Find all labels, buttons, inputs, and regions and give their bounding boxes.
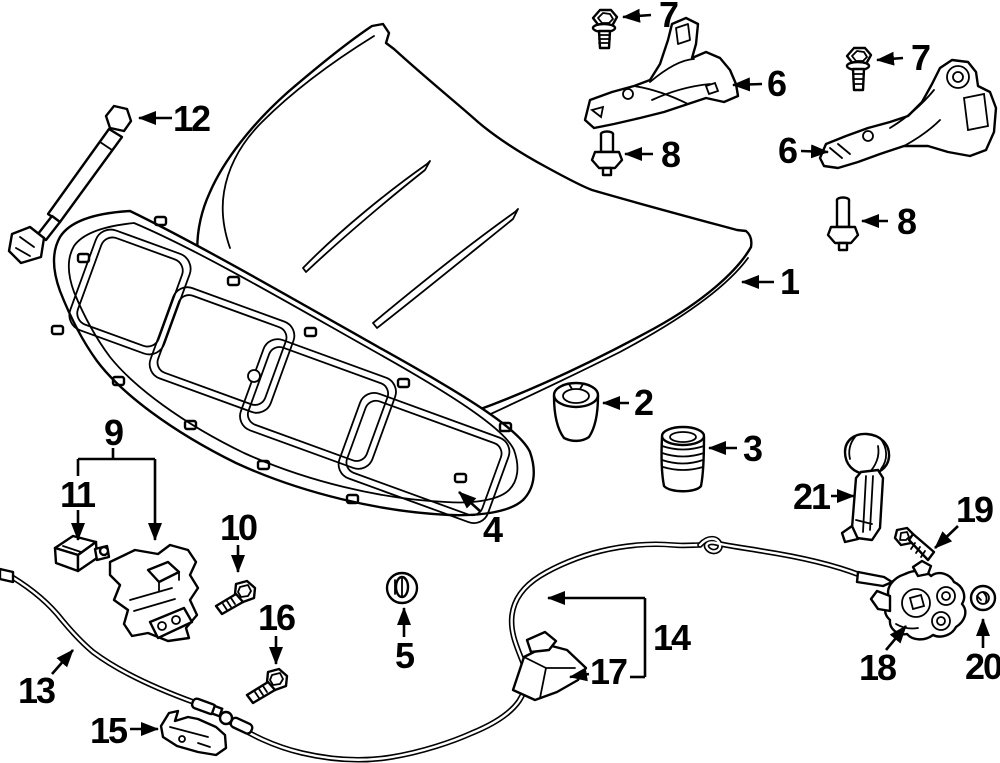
hinge-bolt-left xyxy=(591,8,619,50)
callout-4-arrow xyxy=(458,491,482,513)
callout-8-left-number[interactable]: 8 xyxy=(661,134,682,175)
callout-3-number[interactable]: 3 xyxy=(743,428,764,469)
callout-21[interactable]: 21 xyxy=(793,476,855,517)
callout-4[interactable]: 4 xyxy=(458,491,505,550)
callout-7-left[interactable]: 7 xyxy=(622,0,680,35)
callout-6-right-arrow xyxy=(800,144,829,159)
callout-14-number[interactable]: 14 xyxy=(653,617,693,658)
cable-clip xyxy=(159,709,228,757)
callout-7-right-number[interactable]: 7 xyxy=(911,37,932,78)
hood-latch xyxy=(869,559,967,641)
callout-18-arrow xyxy=(885,625,907,651)
callout-12[interactable]: 12 xyxy=(138,98,212,139)
callout-10-number[interactable]: 10 xyxy=(220,507,259,548)
hood-bumper xyxy=(552,381,600,443)
callout-19[interactable]: 19 xyxy=(934,489,995,549)
latch-grommet xyxy=(969,584,997,612)
callout-13-arrow xyxy=(51,649,74,675)
callout-8-left[interactable]: 8 xyxy=(624,134,682,175)
cable-guide-bracket xyxy=(511,630,588,702)
callout-1-number[interactable]: 1 xyxy=(780,261,802,302)
hood-lift-strut xyxy=(7,104,133,265)
callout-12-number[interactable]: 12 xyxy=(173,98,212,139)
callout-11[interactable]: 11 xyxy=(60,474,98,515)
hood-crease-lines xyxy=(302,160,519,329)
callout-16-number[interactable]: 16 xyxy=(258,597,297,638)
callout-13-number[interactable]: 13 xyxy=(18,670,57,711)
hood-release-cable-front xyxy=(0,567,224,718)
callout-5-number[interactable]: 5 xyxy=(395,635,417,676)
callout-6-left[interactable]: 6 xyxy=(732,63,788,104)
callout-17[interactable]: 17 xyxy=(569,651,629,692)
callout-9[interactable]: 9 xyxy=(71,412,162,541)
hinge-stud-right xyxy=(826,196,860,252)
hinge-bolt-right xyxy=(845,46,873,92)
callout-15[interactable]: 15 xyxy=(90,710,159,751)
callout-18[interactable]: 18 xyxy=(859,625,907,688)
callout-8-right[interactable]: 8 xyxy=(861,201,918,242)
callout-4-number[interactable]: 4 xyxy=(483,509,505,550)
pad-panel xyxy=(68,228,511,524)
callout-7-left-arrow xyxy=(622,8,652,23)
callout-7-left-number[interactable]: 7 xyxy=(659,0,680,35)
callout-19-number[interactable]: 19 xyxy=(956,489,995,530)
release-handle xyxy=(840,432,891,544)
callout-6-left-number[interactable]: 6 xyxy=(767,63,788,104)
callout-18-number[interactable]: 18 xyxy=(859,647,898,688)
callout-20-number[interactable]: 20 xyxy=(965,646,1000,687)
callout-10[interactable]: 10 xyxy=(220,507,259,573)
callout-2-number[interactable]: 2 xyxy=(634,382,655,423)
latch-bolt xyxy=(214,579,257,616)
cable-bolt xyxy=(245,667,289,705)
callout-7-right-arrow xyxy=(876,51,904,66)
callout-7-right[interactable]: 7 xyxy=(876,37,932,78)
latch-support-bracket xyxy=(108,543,200,643)
callout-9-number[interactable]: 9 xyxy=(104,412,125,453)
callout-8-right-number[interactable]: 8 xyxy=(897,201,918,242)
callout-2[interactable]: 2 xyxy=(602,382,655,423)
callout-16[interactable]: 16 xyxy=(258,597,297,665)
grommet-clip xyxy=(385,571,419,605)
callout-17-number[interactable]: 17 xyxy=(590,651,629,692)
callout-13[interactable]: 13 xyxy=(18,649,74,711)
pad-hole xyxy=(247,369,261,383)
callout-14[interactable]: 14 xyxy=(547,591,693,679)
callout-6-left-arrow xyxy=(732,77,763,92)
callout-21-number[interactable]: 21 xyxy=(793,476,833,517)
callout-11-number[interactable]: 11 xyxy=(60,474,98,515)
callout-3[interactable]: 3 xyxy=(708,428,764,469)
hood-insulator-pad xyxy=(50,209,535,524)
callout-19-arrow xyxy=(934,525,959,549)
callout-6-right-number[interactable]: 6 xyxy=(778,130,799,171)
hood-hinge-right xyxy=(818,58,998,170)
hood-rubber-boot xyxy=(660,425,706,493)
callout-15-number[interactable]: 15 xyxy=(90,710,130,751)
callout-1[interactable]: 1 xyxy=(741,261,802,302)
latch-mount-bolt xyxy=(893,526,936,562)
callout-5[interactable]: 5 xyxy=(395,607,417,676)
hood-switch xyxy=(53,534,111,573)
callout-20[interactable]: 20 xyxy=(965,618,1000,687)
callout-17-arrow xyxy=(569,667,590,682)
callout-6-right[interactable]: 6 xyxy=(778,130,829,171)
hood-inner-contour xyxy=(221,35,375,249)
hood-hinge-left xyxy=(583,16,740,130)
hinge-stud-left xyxy=(590,130,624,177)
pad-clips xyxy=(50,215,513,505)
